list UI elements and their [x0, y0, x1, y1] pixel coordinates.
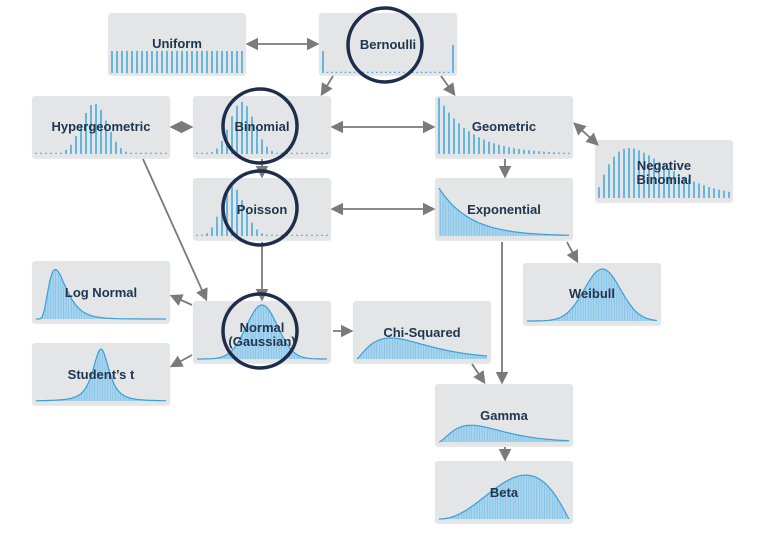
geometric-sparkline — [438, 98, 570, 154]
beta-sparkline — [439, 474, 570, 520]
arrow-normal-studentt — [169, 354, 193, 368]
gamma-label: Gamma — [480, 408, 528, 423]
weibull-node: Weibull — [523, 263, 661, 325]
arrow-exponential-weibull — [566, 241, 579, 264]
beta-label: Beta — [489, 485, 519, 500]
distribution-bars — [438, 98, 570, 154]
distribution-bars — [598, 148, 730, 198]
distribution-curve — [527, 268, 658, 322]
distribution-curve — [439, 474, 570, 520]
uniform-sparkline — [111, 51, 243, 73]
arrow-bernoulli-binomial — [320, 75, 334, 97]
normal-node: Normal (Gaussian) — [193, 301, 331, 363]
binomial-node: Binomial — [193, 96, 331, 158]
arrow-normal-lognormal — [169, 294, 193, 306]
distribution-bars — [111, 51, 243, 73]
poisson-node: Poisson — [193, 178, 331, 240]
distribution-curve — [36, 348, 166, 402]
geometric-label: Geometric — [471, 119, 537, 134]
exponential-label: Exponential — [467, 202, 541, 217]
chi-squared-node: Chi-Squared — [353, 301, 491, 363]
distribution-curve — [36, 268, 166, 320]
exponential-sparkline — [438, 187, 570, 236]
negative-binomial-node: Negative Binomial — [595, 140, 733, 202]
negative-binomial-label-line1: Negative — [636, 158, 692, 173]
arrow-bernoulli-geometric — [440, 75, 456, 97]
chisq-sparkline — [356, 337, 488, 360]
bernoulli-node: Bernoulli — [319, 13, 457, 75]
normal-label-line2: (Gaussian) — [228, 334, 296, 349]
distribution-curve — [438, 187, 570, 236]
weibull-label: Weibull — [569, 286, 615, 301]
students-t-node: Student’s t — [32, 343, 170, 405]
geometric-node: Geometric — [435, 96, 573, 158]
log-normal-label: Log Normal — [64, 285, 138, 300]
hypergeometric-sparkline — [35, 104, 167, 154]
students-t-label: Student’s t — [67, 367, 135, 382]
arrow-chisq-gamma — [471, 363, 486, 385]
poisson-label: Poisson — [236, 202, 288, 217]
bernoulli-label: Bernoulli — [359, 37, 417, 52]
log-normal-node: Log Normal — [32, 261, 170, 323]
chi-squared-label: Chi-Squared — [383, 325, 461, 340]
negative-binomial-label-line2: Binomial — [636, 172, 692, 187]
beta-node: Beta — [435, 461, 573, 523]
uniform-label: Uniform — [152, 36, 202, 51]
gamma-sparkline — [438, 424, 569, 443]
exponential-node: Exponential — [435, 178, 573, 240]
lognormal-sparkline — [36, 268, 166, 320]
normal-label-line1: Normal — [239, 320, 285, 335]
uniform-node: Uniform — [108, 13, 246, 75]
distribution-curve — [356, 337, 488, 360]
studentt-sparkline — [36, 348, 166, 402]
gamma-node: Gamma — [435, 384, 573, 446]
hypergeometric-label: Hypergeometric — [51, 119, 151, 134]
weibull-sparkline — [527, 268, 658, 322]
binomial-label: Binomial — [234, 119, 290, 134]
arrow-geometric-negbinomial — [573, 122, 599, 146]
hypergeometric-node: Hypergeometric — [32, 96, 170, 158]
distribution-bars — [35, 104, 167, 154]
distribution-curve — [438, 424, 569, 443]
negbin-sparkline — [598, 148, 730, 198]
